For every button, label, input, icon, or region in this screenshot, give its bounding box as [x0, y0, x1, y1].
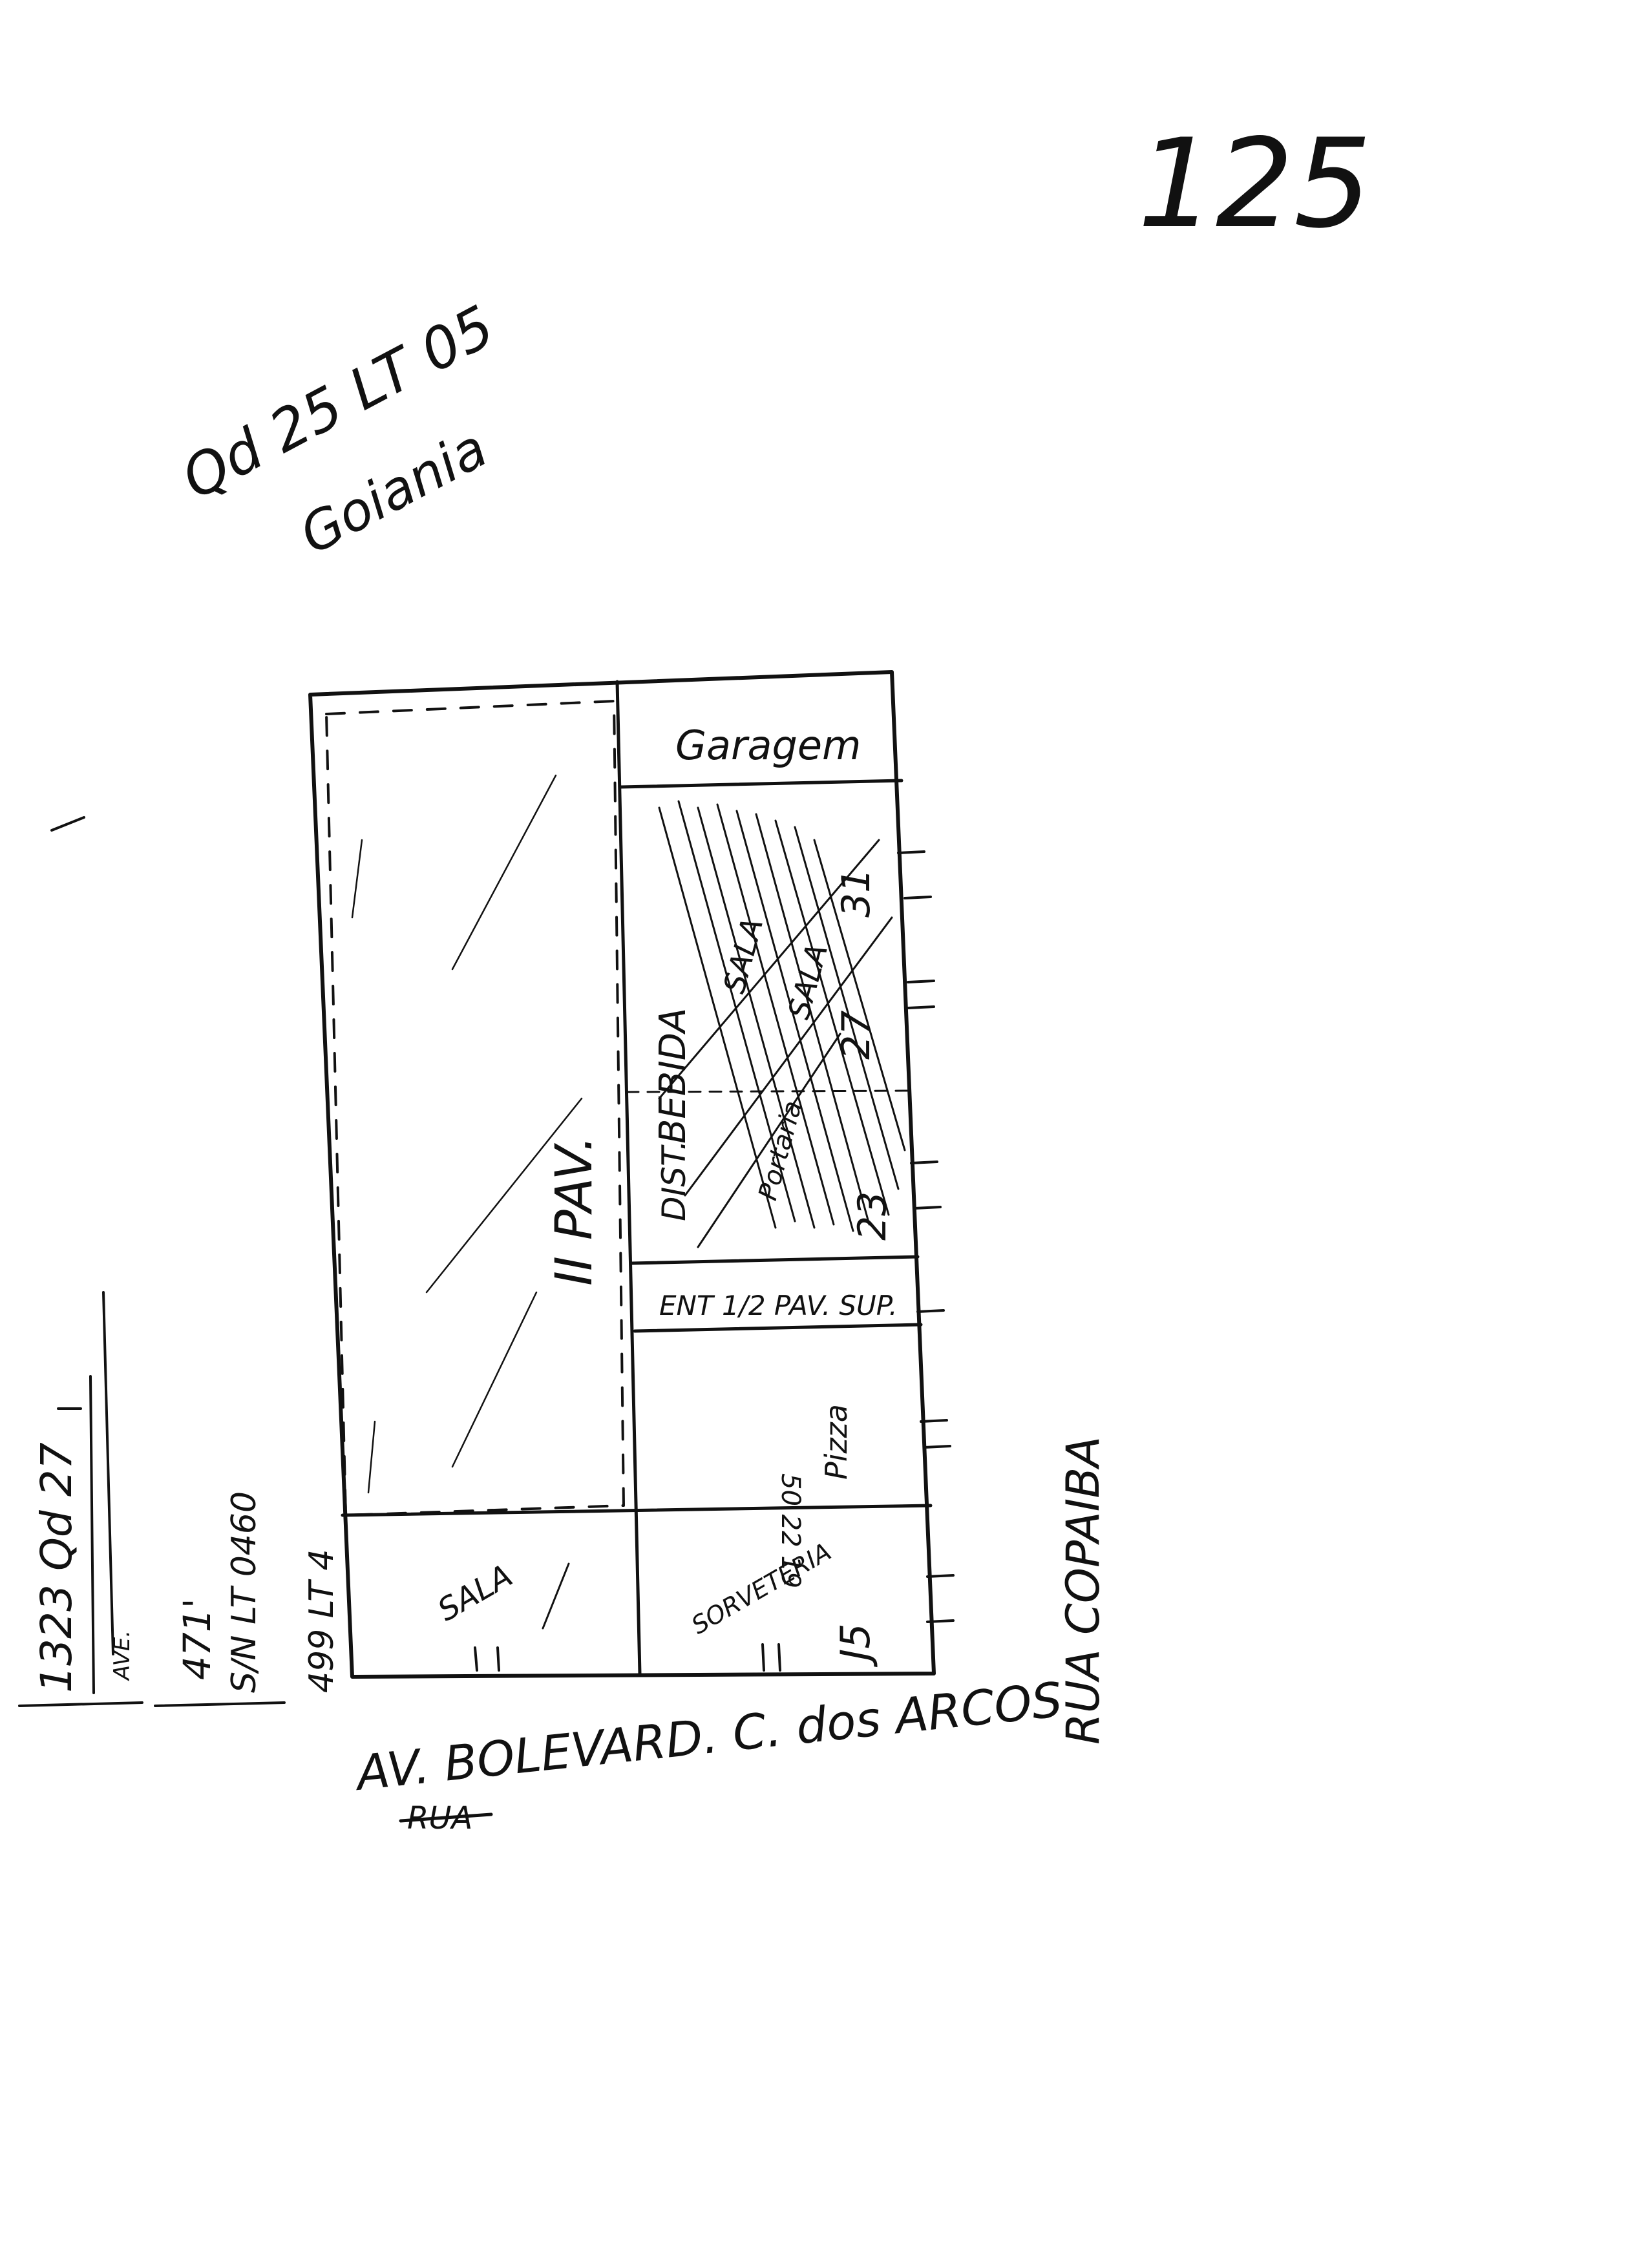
outer-wall — [308, 670, 936, 1679]
ent-bottom-divider — [633, 1323, 923, 1333]
street-right: RUA COPAIBA — [1057, 1436, 1110, 1745]
upper-floor-sketch-lines — [351, 774, 583, 1494]
sorveteria-label: SORVETERIA — [687, 1537, 836, 1640]
street-bottom: AV. BOLEVARD. C. dos ARCOS — [352, 1672, 1065, 1802]
side-note: 1323 Qd 27 AVE. 471' S/N LT 0460 499 LT … — [18, 1291, 341, 1707]
garage-label: Garagem — [675, 722, 861, 769]
hatch-label-31: 31 — [834, 868, 879, 918]
side-note-sub: AVE. — [109, 1630, 135, 1681]
hatch-label-27: 27 — [834, 1011, 879, 1060]
plan-outline — [308, 670, 955, 1679]
dist-label: DIST. — [655, 1140, 693, 1222]
ent-pav-sup-label: ENT 1/2 PAV. SUP. — [659, 1290, 898, 1321]
bottom-tick-marks — [474, 1643, 781, 1672]
side-note-line-long — [102, 1291, 114, 1655]
side-note-line-1: 471' — [175, 1598, 219, 1680]
center-divider — [615, 680, 642, 1675]
ent-top-divider — [630, 1255, 920, 1265]
side-note-line-3: 499 LT 4 — [302, 1549, 341, 1693]
hatch-label-sala-2: SALA — [781, 940, 834, 1023]
mid-dashed-line — [626, 1089, 913, 1093]
garage-divider — [618, 779, 903, 789]
sorveteria-number: J5 — [832, 1623, 879, 1668]
bottom-row-divider — [341, 1504, 933, 1517]
pizzaria-numbers: 50 22 19 — [776, 1473, 805, 1588]
dashed-boundary — [325, 700, 625, 1517]
header-note: Qd 25 LT 05 Goiania — [171, 293, 505, 567]
right-tick-marks — [897, 850, 955, 1623]
side-note-ref: 1323 Qd 27 — [32, 1442, 81, 1693]
side-note-bracket — [57, 1375, 95, 1694]
bebida-label: BEBIDA — [652, 1008, 694, 1144]
hatch-label-23: 23 — [850, 1192, 895, 1241]
margin-mark — [50, 816, 85, 832]
hatched-area — [658, 800, 906, 1248]
pizzaria-label: Pizza — [819, 1404, 854, 1480]
page-number: 125 — [1137, 112, 1372, 255]
upper-floor-label: II PAV. — [545, 1135, 604, 1286]
sala-sketch-line — [542, 1562, 570, 1630]
strike-line — [399, 1812, 493, 1823]
side-note-line-2: S/N LT 0460 — [225, 1491, 264, 1693]
struck-street-word: RUA — [399, 1800, 493, 1836]
hatch-lines — [658, 800, 906, 1248]
hatch-label-sala-1: SALA — [716, 914, 770, 997]
side-note-underline — [18, 1701, 286, 1707]
sala-label: SALA — [432, 1557, 518, 1628]
page-number-text: 125 — [1137, 112, 1372, 255]
